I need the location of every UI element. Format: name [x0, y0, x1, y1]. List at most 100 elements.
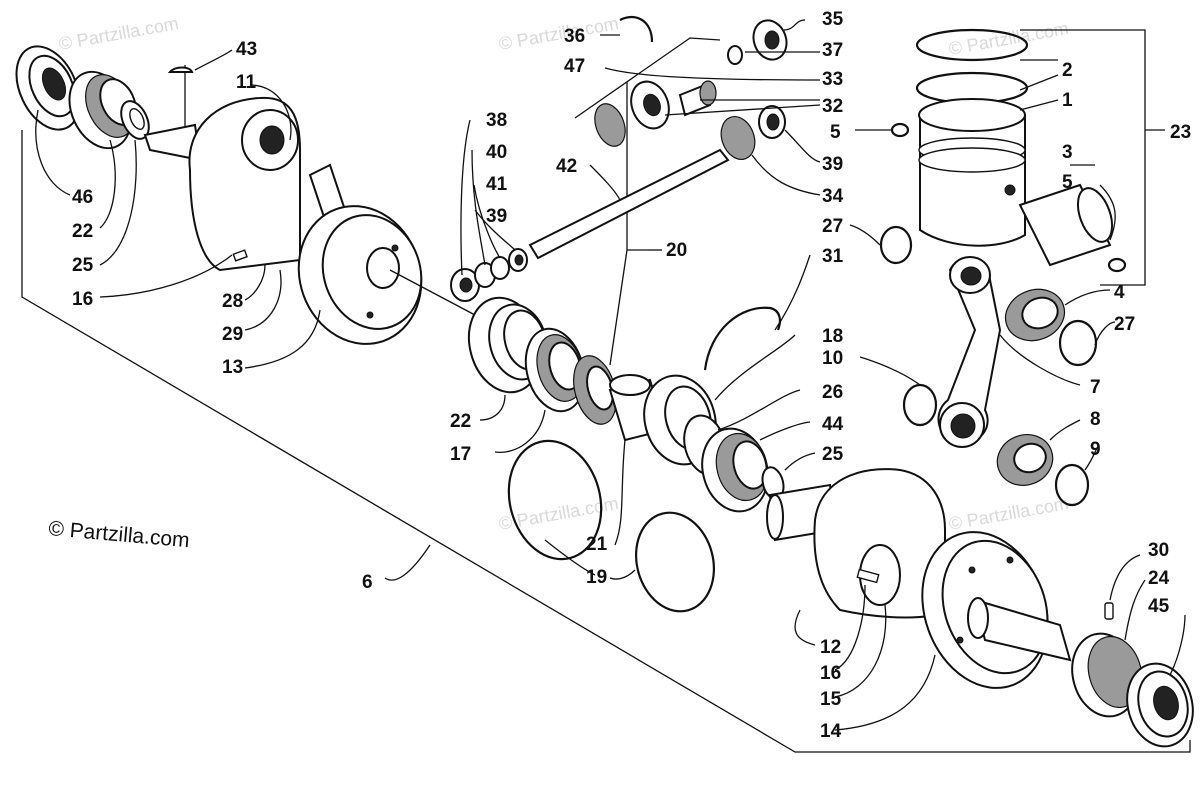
callout-38: 38: [486, 110, 507, 131]
callout-16: 16: [72, 289, 93, 310]
callout-35: 35: [822, 9, 844, 30]
bearing-39-top: [758, 105, 786, 139]
gear-33: [678, 80, 717, 117]
callout-16b: 16: [820, 663, 841, 684]
callout-20: 20: [666, 240, 687, 261]
callout-47: 47: [564, 56, 585, 77]
callout-30: 30: [1148, 540, 1169, 561]
assembly-bracket-20: [574, 37, 721, 366]
callout-labels: 43 11 46 22 25 16 28 29 13 38 40 41 39 4…: [72, 9, 1191, 742]
callout-1: 1: [1062, 90, 1073, 111]
washer-9: [1054, 463, 1090, 507]
callout-26: 26: [822, 382, 843, 403]
piston-pin-3: [1018, 183, 1114, 267]
callout-22: 22: [72, 221, 93, 242]
circlip-5-top: [890, 122, 910, 138]
assembly-bracket-23: [1020, 29, 1165, 286]
left-seal-46: [15, 45, 81, 131]
callout-25: 25: [72, 255, 94, 276]
circlip-5-bottom: [1107, 257, 1127, 273]
copyright-notice: © Partzilla.com: [48, 517, 191, 552]
callout-8: 8: [1090, 409, 1101, 430]
callout-29: 29: [222, 324, 243, 345]
bearing-35: [752, 19, 788, 61]
callout-15: 15: [820, 689, 842, 710]
gear-center: [573, 355, 617, 425]
center-seal-17: [524, 327, 586, 413]
callout-leaders: [35, 19, 1186, 731]
pin-16-right: [856, 568, 880, 584]
washer-10: [902, 383, 938, 427]
callout-13: 13: [222, 357, 243, 378]
callout-14: 14: [820, 721, 842, 742]
callout-12: 12: [820, 637, 841, 658]
callout-27: 27: [822, 216, 843, 237]
callout-5b: 5: [1062, 172, 1073, 193]
callout-9: 9: [1090, 439, 1101, 460]
callout-44: 44: [822, 414, 844, 435]
clip-36: [619, 15, 654, 43]
callout-33: 33: [822, 69, 843, 90]
callout-10: 10: [822, 348, 843, 369]
left-ring-25: [120, 100, 150, 140]
callout-43: 43: [236, 39, 257, 60]
callout-22b: 22: [450, 411, 471, 432]
bevel-gear-47: [594, 103, 626, 147]
callout-34: 34: [822, 186, 844, 207]
bearing-32: [630, 80, 670, 130]
washer-27-right: [1058, 319, 1098, 367]
callout-3: 3: [1062, 142, 1073, 163]
right-flywheel-12: [813, 468, 946, 619]
callout-19: 19: [586, 567, 607, 588]
snap-ring-19-b: [634, 511, 716, 613]
needle-bearing-8: [996, 434, 1054, 486]
needle-bearing-4: [1004, 288, 1066, 342]
callout-36: 36: [564, 26, 585, 47]
callout-2: 2: [1062, 60, 1073, 81]
gear-shaft-42: [528, 148, 730, 260]
callout-6: 6: [362, 572, 373, 593]
callout-41: 41: [486, 174, 508, 195]
callout-24: 24: [1148, 568, 1170, 589]
callout-32: 32: [822, 96, 843, 117]
watermark: © Partzilla.com: [947, 493, 1070, 534]
callout-46: 46: [72, 187, 93, 208]
callout-39: 39: [486, 206, 507, 227]
snap-ring-31: [703, 306, 781, 371]
key-43: [167, 66, 194, 73]
callout-28: 28: [222, 291, 243, 312]
left-flywheel-13: [188, 96, 423, 345]
center-bearing-22: [467, 296, 548, 394]
gear-34: [720, 116, 756, 160]
callout-25b: 25: [822, 444, 844, 465]
callout-17: 17: [450, 444, 471, 465]
watermark: © Partzilla.com: [947, 18, 1070, 59]
connecting-rod-7: [937, 256, 1002, 448]
bearing-44: [701, 427, 769, 513]
seal-45: [1126, 662, 1194, 748]
pin-16-left: [232, 249, 248, 262]
callout-7: 7: [1090, 377, 1101, 398]
callout-11: 11: [236, 72, 257, 93]
washer-37: [727, 45, 743, 65]
snap-ring-19-a: [507, 439, 603, 561]
callout-21: 21: [586, 534, 608, 555]
callout-4: 4: [1114, 282, 1125, 303]
crank-axis-line: [389, 269, 476, 316]
piston-1: [918, 98, 1026, 247]
callout-23: 23: [1170, 122, 1191, 143]
assembly-bracket-6: [21, 130, 1191, 753]
right-output-shaft: [967, 597, 1072, 662]
callout-18: 18: [822, 326, 843, 347]
watermark: © Partzilla.com: [57, 13, 180, 54]
callout-37: 37: [822, 40, 843, 61]
key-30: [1104, 602, 1114, 620]
callout-40: 40: [486, 142, 507, 163]
callout-27b: 27: [1114, 314, 1135, 335]
bearing-39-left: [508, 248, 528, 272]
ring-41: [490, 256, 510, 280]
callout-31: 31: [822, 246, 844, 267]
watermark: © Partzilla.com: [497, 13, 620, 54]
callout-45: 45: [1148, 596, 1170, 617]
